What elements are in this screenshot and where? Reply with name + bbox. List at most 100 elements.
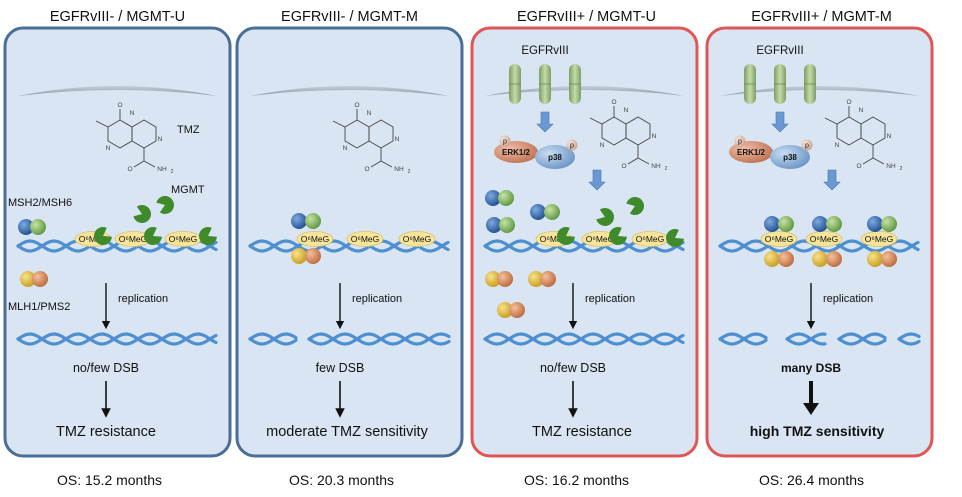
cell-membrane: [485, 86, 684, 96]
mlh1-protein: [291, 248, 307, 264]
atom-label: NH: [394, 166, 404, 173]
atom-label: N: [367, 110, 372, 117]
outcome-label: high TMZ sensitivity: [750, 423, 885, 439]
mgmt-protein-icon: [156, 196, 174, 214]
overall-survival-label: OS: 20.3 months: [289, 472, 394, 488]
mlh1-pms2-label: MLH1/PMS2: [8, 301, 70, 313]
msh2-protein: [18, 219, 34, 235]
outcome-label: TMZ resistance: [532, 424, 632, 440]
msh2-msh6-label: MSH2/MSH6: [8, 197, 72, 209]
outcome-label: TMZ resistance: [56, 424, 156, 440]
p38-label: p38: [783, 153, 797, 162]
egfrviii-label: EGFRvIII: [521, 45, 568, 57]
mgmt-protein-icon: [94, 227, 112, 245]
overall-survival-label: OS: 26.4 months: [759, 472, 864, 488]
o6meg-adduct-label: O⁶MeG: [301, 234, 330, 244]
o6meg-adduct-label: O⁶MeG: [119, 234, 148, 244]
replication-label: replication: [352, 293, 402, 305]
o6meg-adduct-label: O⁶MeG: [636, 234, 665, 244]
dna-double-helix: [483, 239, 685, 253]
atom-label: O: [846, 99, 851, 106]
msh2-protein: [764, 216, 780, 232]
msh6-protein: [305, 213, 321, 229]
dna-double-helix-fragment: [897, 337, 921, 346]
panel-title: EGFRvIII- / MGMT-U: [50, 9, 185, 25]
cell-membrane: [250, 86, 449, 96]
o6meg-adduct: [296, 231, 334, 247]
o6meg-adduct: [760, 231, 798, 247]
atom-label: N: [859, 107, 864, 114]
o6meg-adduct-label: O⁶MeG: [540, 234, 569, 244]
atom-label: N: [887, 133, 892, 140]
outcome-label: moderate TMZ sensitivity: [266, 424, 428, 440]
msh6-protein: [778, 216, 794, 232]
o6meg-adduct-label: O⁶MeG: [810, 234, 839, 244]
tmz-label: TMZ: [177, 124, 200, 136]
pms2-protein: [305, 248, 321, 264]
mgmt-protein-icon: [596, 208, 614, 226]
msh6-protein: [544, 204, 560, 220]
pms2-protein: [881, 251, 897, 267]
atom-label: O: [856, 163, 861, 170]
mlh1-protein: [528, 271, 544, 287]
atom-label: NH: [157, 166, 167, 173]
atom-label: O: [127, 166, 132, 173]
atom-label: 2: [408, 169, 411, 175]
msh2-protein: [485, 190, 501, 206]
o6meg-adduct-label: O⁶MeG: [403, 234, 432, 244]
erk-label: ERK1/2: [502, 148, 531, 157]
panel-3: EGFRvIII+ / MGMT-UEGFRvIIIERK1/2pp38pONN…: [470, 9, 699, 488]
mgmt-protein-icon: [557, 227, 575, 245]
panel-title: EGFRvIII+ / MGMT-U: [517, 9, 656, 25]
o6meg-adduct-label: O⁶MeG: [586, 234, 615, 244]
mlh1-protein: [867, 251, 883, 267]
dna-double-helix: [248, 239, 450, 253]
atom-label: O: [354, 102, 359, 109]
egfrviii-label: EGFRvIII: [756, 45, 803, 57]
signal-arrow: [823, 169, 841, 191]
pms2-protein: [509, 302, 525, 318]
mlh1-protein: [485, 271, 501, 287]
overall-survival-label: OS: 16.2 months: [524, 472, 629, 488]
atom-label: 2: [171, 169, 174, 175]
erk-label: ERK1/2: [737, 148, 766, 157]
msh2-protein: [530, 204, 546, 220]
msh2-protein: [486, 217, 502, 233]
dna-double-helix-fragment: [785, 332, 827, 346]
o6meg-adduct-label: O⁶MeG: [765, 234, 794, 244]
dna-double-helix-replicated: [483, 332, 685, 346]
p38-kinase: [770, 145, 810, 169]
atom-label: N: [106, 145, 111, 152]
phosphate-label: p: [503, 139, 507, 146]
mlh1-protein: [812, 251, 828, 267]
dna-double-helix-fragment: [248, 332, 298, 346]
phosphate-label: p: [805, 143, 809, 150]
dna-double-helix-fragment: [718, 332, 768, 346]
phosphate-icon: [734, 135, 746, 147]
o6meg-adduct-label: O⁶MeG: [79, 234, 108, 244]
dsb-label: no/few DSB: [540, 361, 606, 375]
dna-double-helix-replicated: [16, 332, 218, 346]
signal-arrow: [771, 111, 789, 133]
signal-arrow: [536, 111, 554, 133]
atom-label: N: [652, 133, 657, 140]
o6meg-adduct: [805, 231, 843, 247]
mgmt-label: MGMT: [171, 184, 205, 196]
mgmt-protein-icon: [609, 227, 627, 245]
panel-4: EGFRvIII+ / MGMT-MEGFRvIIIERK1/2pp38pONN…: [705, 9, 934, 488]
signal-arrow: [588, 169, 606, 191]
replication-label: replication: [823, 293, 873, 305]
dna-double-helix-fragment: [307, 332, 451, 346]
o6meg-adduct: [346, 231, 384, 247]
outcome-arrow-head: [803, 403, 819, 415]
msh6-protein: [498, 190, 514, 206]
atom-label: NH: [886, 163, 896, 170]
o6meg-adduct-label: O⁶MeG: [169, 234, 198, 244]
dna-double-helix-replicated: [16, 332, 218, 346]
